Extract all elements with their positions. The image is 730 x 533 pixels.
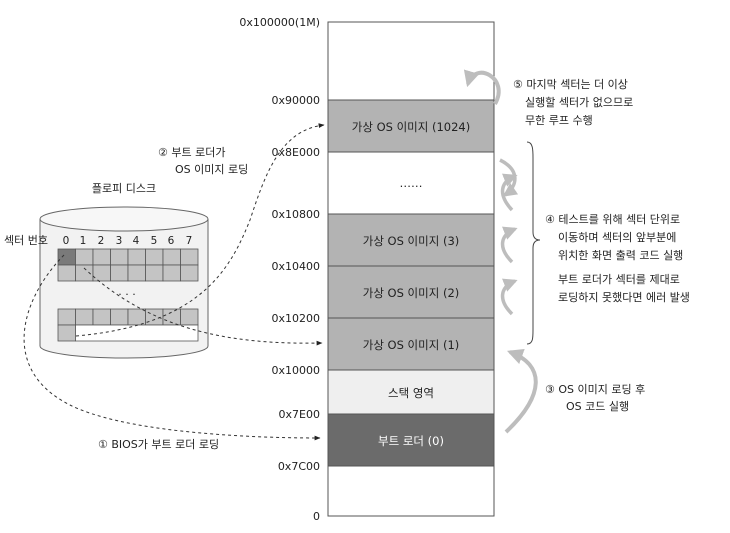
sector-numbers: 0 1 2 3 4 5 6 7 (63, 235, 193, 247)
sector-grid-ellipsis: · · · (118, 288, 135, 301)
sector-cell (127, 264, 146, 282)
annotations: ① BIOS가 부트 로더 로딩 ② 부트 로더가 OS 이미지 로딩 ③ OS… (98, 78, 690, 451)
sector-number: 0 (63, 235, 70, 247)
floppy-disk: 플로피 디스크 섹터 번호 0 1 2 3 4 5 6 7 · · · (4, 182, 209, 359)
address-labels: 0x100000(1M) 0x90000 0x8E000 0x10800 0x1… (239, 16, 320, 523)
sector-grid (57, 248, 199, 342)
block-os-image-2 (327, 265, 495, 319)
annotation-step-1: ① BIOS가 부트 로더 로딩 (98, 438, 219, 451)
annotation-step-4-line-1: ④ 테스트를 위해 섹터 단위로 (545, 212, 680, 226)
annotation-step-2-line-1: ② 부트 로더가 (158, 146, 225, 159)
floppy-disk-title: 플로피 디스크 (92, 182, 156, 195)
sector-cell (180, 264, 199, 282)
sector-number: 3 (116, 235, 123, 247)
block-os-image-2-label: 가상 OS 이미지 (2) (363, 286, 460, 300)
sector-number-label: 섹터 번호 (4, 234, 48, 247)
annotation-step-5-line-2: 실행할 섹터가 없으므로 (525, 96, 633, 109)
sector-number: 7 (186, 235, 193, 247)
sector-cell (162, 248, 181, 266)
sector-number: 6 (168, 235, 175, 247)
block-os-image-1024-label: 가상 OS 이미지 (1024) (352, 120, 470, 134)
sector-cell (110, 308, 129, 326)
sector-cell (110, 264, 129, 282)
sector-cell (145, 248, 164, 266)
sector-cell (110, 248, 129, 266)
block-os-image-3 (327, 213, 495, 267)
sector-advance-arrow (500, 173, 518, 212)
sector-number: 2 (98, 235, 105, 247)
address-0x10000: 0x10000 (271, 364, 320, 377)
sector-cell (57, 308, 76, 326)
block-boot-loader (327, 413, 495, 467)
step4-brace (526, 141, 541, 345)
block-os-image-1 (327, 317, 495, 371)
disk-cylinder-top (39, 206, 209, 232)
sector-advance-arrow (500, 278, 518, 316)
sector-cell (75, 248, 94, 266)
address-0x100000: 0x100000(1M) (239, 16, 320, 29)
infinite-loop-arrow (463, 69, 501, 105)
annotation-step-3-line-2: OS 코드 실행 (566, 400, 629, 413)
annotation-step-4-line-3: 위치한 화면 출력 코드 실행 (558, 249, 683, 262)
sector-number: 1 (80, 235, 87, 247)
sector-number: 5 (151, 235, 158, 247)
sector-cell (145, 264, 164, 282)
address-0: 0 (313, 510, 320, 523)
sector-cell (180, 248, 199, 266)
sector-cell (57, 264, 76, 282)
block-os-image-3-label: 가상 OS 이미지 (3) (363, 234, 460, 248)
annotation-step-4-line-2: 이동하며 섹터의 앞부분에 (558, 230, 676, 244)
address-0x7c00: 0x7C00 (278, 460, 320, 473)
sector-number: 4 (133, 235, 140, 247)
block-boot-loader-label: 부트 로더 (0) (378, 434, 444, 448)
annotation-step-2-line-2: OS 이미지 로딩 (175, 163, 248, 176)
block-stack-area-label: 스택 영역 (388, 386, 434, 400)
loop-arrows (463, 69, 541, 434)
sector-cell (162, 264, 181, 282)
block-ellipsis: …… (400, 176, 423, 190)
sector-cell (92, 248, 111, 266)
sector-cell (92, 264, 111, 282)
sector-cell (75, 308, 94, 326)
last-sector-cell (57, 324, 76, 342)
block-os-image-1024 (327, 99, 495, 153)
arrow-last-sector-to-os-image-1024 (75, 123, 325, 337)
annotation-step-5-line-1: ⑤ 마지막 섹터는 더 이상 (513, 78, 628, 91)
annotation-step-5-line-3: 무한 루프 수행 (525, 114, 593, 127)
annotation-step-4-line-4: 부트 로더가 섹터를 제대로 (558, 273, 680, 286)
address-0x8e000: 0x8E000 (272, 146, 320, 159)
empty-sector-area (75, 324, 199, 342)
address-0x7e00: 0x7E00 (279, 408, 320, 421)
sector-cell (92, 308, 111, 326)
address-0x10200: 0x10200 (271, 312, 320, 325)
sector-cell (127, 248, 146, 266)
address-0x10800: 0x10800 (271, 208, 320, 221)
flow-arrows (23, 123, 325, 441)
block-os-image-1-label: 가상 OS 이미지 (1) (363, 338, 460, 352)
address-0x10400: 0x10400 (271, 260, 320, 273)
arrow-bios-to-boot-loader (23, 254, 321, 441)
boot-sector-cell (57, 248, 76, 266)
sector-cell (75, 264, 94, 282)
sector-cell (127, 308, 146, 326)
execute-os-code-arrow (504, 348, 538, 434)
sector-advance-arrow (500, 226, 518, 264)
memory-map: 가상 OS 이미지 (1024) …… 가상 OS 이미지 (3) 가상 OS … (327, 21, 495, 517)
annotation-step-3-line-1: ③ OS 이미지 로딩 후 (545, 383, 645, 396)
block-stack-area (327, 369, 495, 415)
annotation-step-4-line-5: 로딩하지 못했다면 에러 발생 (558, 290, 690, 304)
sector-cell (180, 308, 199, 326)
arrow-boot-loader-to-os-image-1 (83, 267, 323, 346)
address-0x90000: 0x90000 (271, 94, 320, 107)
